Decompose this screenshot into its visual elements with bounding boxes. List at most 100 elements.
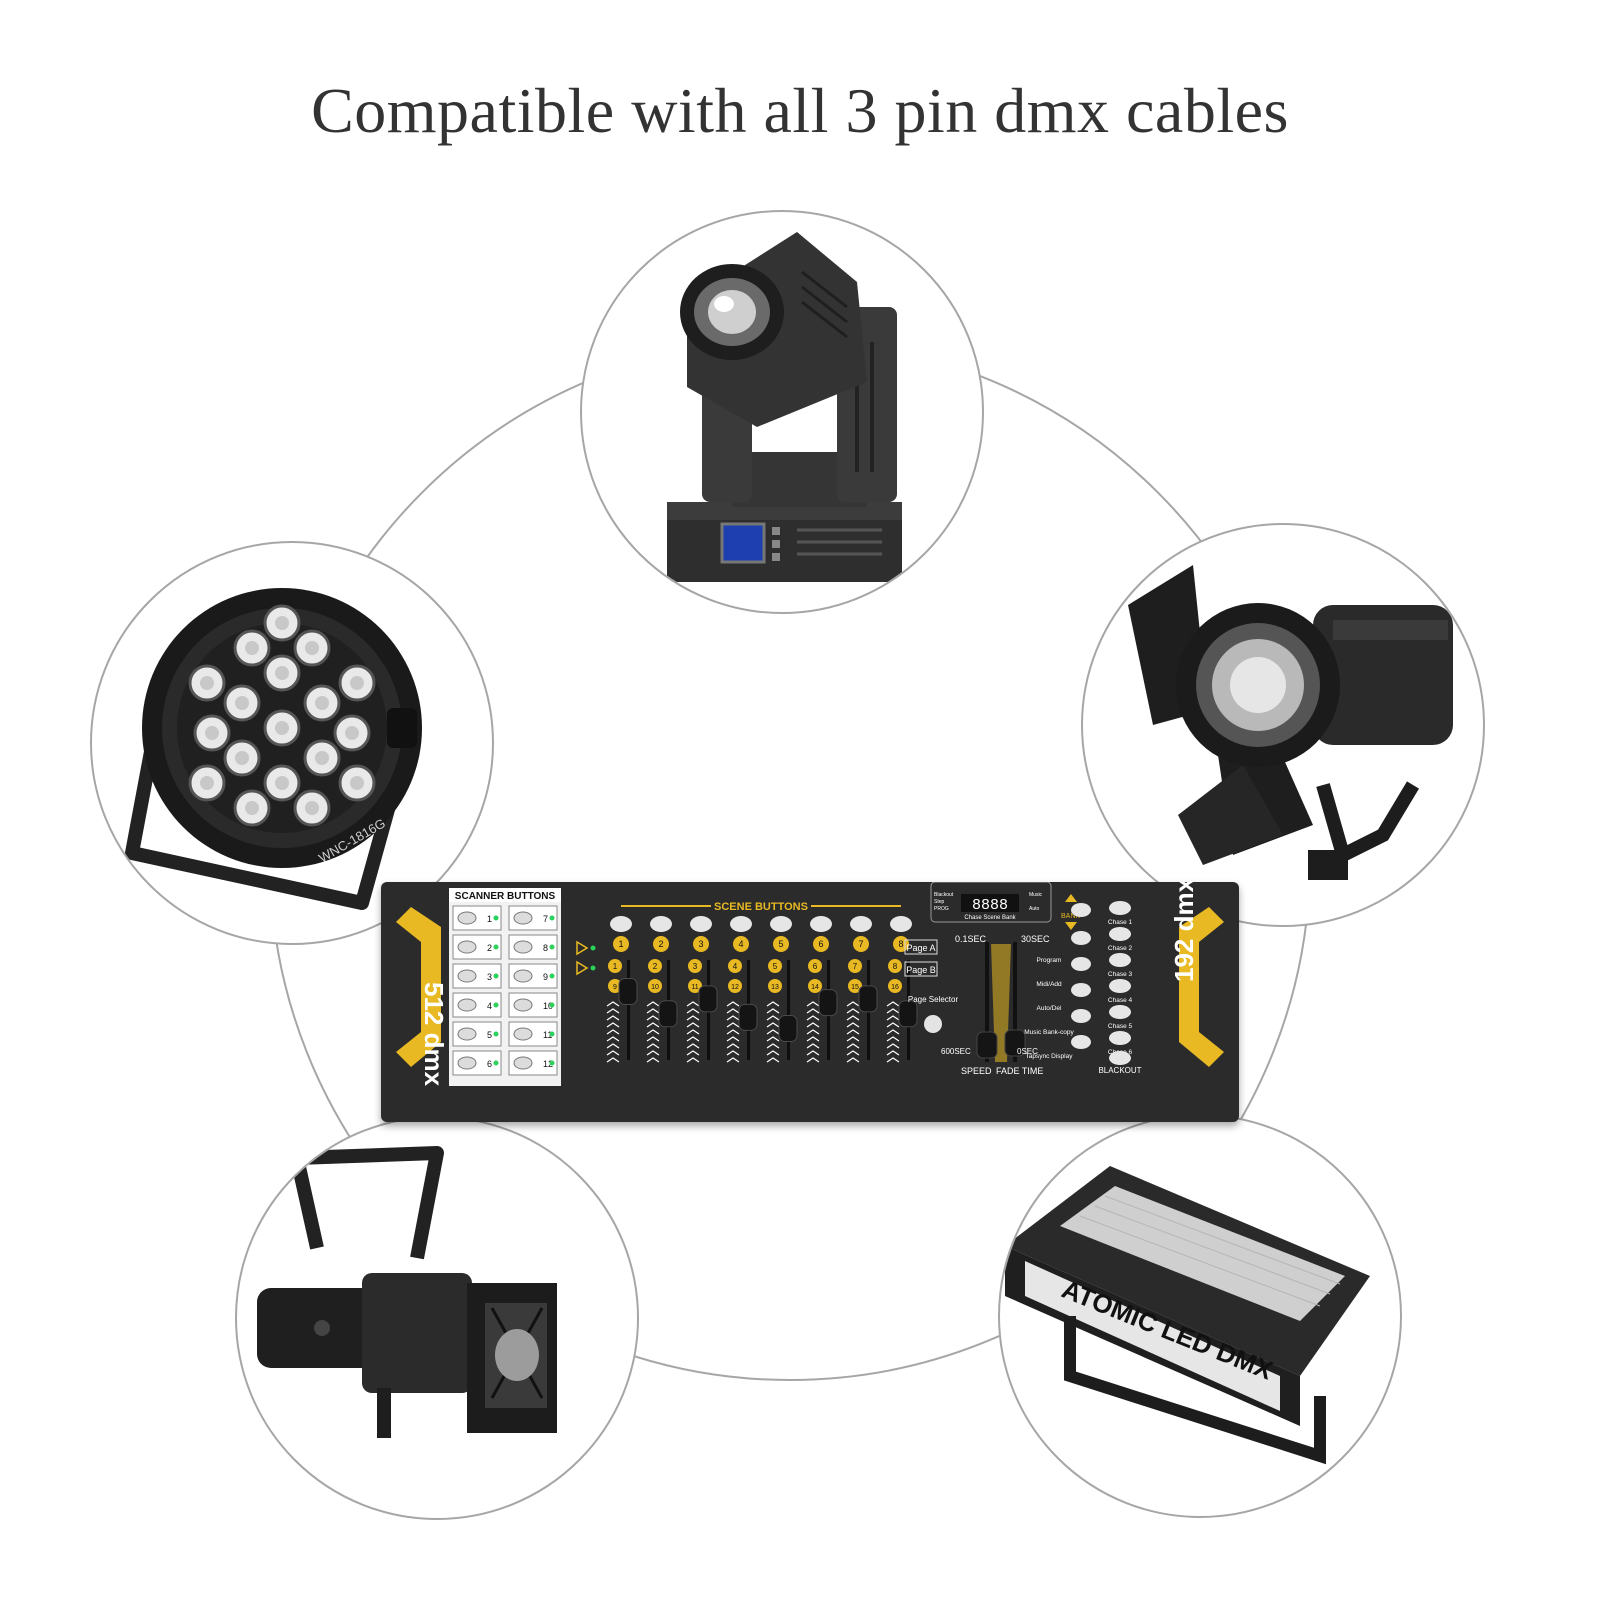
bank-up-icon[interactable] — [1065, 894, 1077, 902]
scanner-number-1: 1 — [487, 914, 492, 924]
scanner-key-7[interactable] — [513, 911, 533, 925]
function-button-1[interactable] — [1071, 903, 1091, 917]
scene-button-4[interactable] — [730, 916, 752, 932]
function-button-2[interactable] — [1071, 931, 1091, 945]
scanner-led-5 — [493, 1031, 499, 1037]
led-core-16 — [245, 801, 259, 815]
fader-bottom-number-15: 15 — [851, 984, 859, 991]
scanner-key-12[interactable] — [513, 1056, 533, 1070]
profile-bubble — [235, 1116, 639, 1520]
fader-top-badge-6 — [808, 959, 822, 973]
fader-knob-4[interactable] — [738, 1003, 758, 1031]
fader-scale-mark — [806, 1057, 820, 1063]
fader-scale-mark — [646, 1029, 660, 1035]
fader-scale-mark — [686, 1057, 700, 1063]
fader-scale-mark — [686, 1022, 700, 1028]
scanner-key-3[interactable] — [457, 969, 477, 983]
scanner-key-5[interactable] — [457, 1027, 477, 1041]
display-left-1: Blackout — [934, 892, 954, 898]
scene-button-1[interactable] — [610, 916, 632, 932]
right-logo-shape — [1179, 907, 1224, 1067]
display-caption: Chase Scene Bank — [964, 915, 1016, 921]
scanner-key-8[interactable] — [513, 940, 533, 954]
scene-badge-2 — [653, 936, 669, 952]
fader-knob-8[interactable] — [898, 1000, 918, 1028]
scanner-key-6[interactable] — [457, 1056, 477, 1070]
page-b-label: Page B — [906, 965, 936, 975]
scanner-key-9[interactable] — [513, 969, 533, 983]
blackout-button[interactable] — [1109, 1051, 1131, 1065]
right-logo: 192 dmx — [1169, 882, 1199, 982]
scene-button-5[interactable] — [770, 916, 792, 932]
fader-knob-1[interactable] — [618, 978, 638, 1005]
scene-button-8[interactable] — [890, 916, 912, 932]
function-button-3[interactable] — [1071, 957, 1091, 971]
page-a-led — [590, 945, 596, 951]
bank-down-icon[interactable] — [1065, 922, 1077, 930]
scanner-led-3 — [493, 973, 499, 979]
scene-button-6[interactable] — [810, 916, 832, 932]
fade-fader-track — [1013, 942, 1017, 1062]
fader-knob-6[interactable] — [818, 989, 838, 1017]
fader-knob-5[interactable] — [778, 1015, 798, 1042]
fade-fader[interactable] — [1004, 1029, 1026, 1057]
fader-top-badge-4 — [728, 959, 742, 973]
chase-button-3[interactable] — [1109, 953, 1131, 967]
scanner-key-4[interactable] — [457, 998, 477, 1012]
fader-knob-3[interactable] — [698, 985, 718, 1013]
fader-knob-2[interactable] — [658, 1000, 678, 1028]
function-button-4[interactable] — [1071, 983, 1091, 997]
scanner-led-4 — [493, 1002, 499, 1008]
scanner-title-bar — [449, 888, 561, 902]
fader-scale-mark — [646, 1015, 660, 1021]
scanner-key-11[interactable] — [513, 1027, 533, 1041]
fader-bottom-badge-16 — [888, 979, 902, 993]
function-button-5[interactable] — [1071, 1009, 1091, 1023]
scanner-number-2: 2 — [487, 943, 492, 953]
moving-head-light-icon — [667, 232, 902, 582]
page-selector-button[interactable] — [924, 1015, 942, 1033]
page-b-led — [590, 965, 596, 971]
display-right-1: Music — [1029, 892, 1043, 898]
fader-scale-mark — [646, 1008, 660, 1014]
fader-knob-7[interactable] — [858, 985, 878, 1013]
fader-scale-mark — [806, 1050, 820, 1056]
function-button-6[interactable] — [1071, 1035, 1091, 1049]
chase-button-6[interactable] — [1109, 1031, 1131, 1045]
chase-button-5[interactable] — [1109, 1005, 1131, 1019]
scanner-led-12 — [549, 1060, 555, 1066]
fader-scale-mark — [806, 1043, 820, 1049]
scene-button-3[interactable] — [690, 916, 712, 932]
fader-bottom-badge-10 — [648, 979, 662, 993]
strobe-light-icon: ATOMIC LED DMX — [1005, 1166, 1370, 1465]
fader-scale-mark — [726, 1050, 740, 1056]
fader-top-number-3: 3 — [693, 962, 698, 971]
scene-badge-5 — [773, 936, 789, 952]
fader-scale-mark — [686, 1015, 700, 1021]
scene-button-7[interactable] — [850, 916, 872, 932]
scene-button-2[interactable] — [650, 916, 672, 932]
fader-top-badge-8 — [888, 959, 902, 973]
fader-top-badge-3 — [688, 959, 702, 973]
fader-scale-mark — [646, 1057, 660, 1063]
speed-fader[interactable] — [976, 1031, 998, 1059]
scene-number-4: 4 — [738, 939, 743, 949]
scanner-key-10[interactable] — [513, 998, 533, 1012]
chase-button-2[interactable] — [1109, 927, 1131, 941]
fader-scale-mark — [726, 1036, 740, 1042]
fader-bottom-badge-12 — [728, 979, 742, 993]
scanner-key-2[interactable] — [457, 940, 477, 954]
scanner-key-1[interactable] — [457, 911, 477, 925]
chase-button-4[interactable] — [1109, 979, 1131, 993]
scanner-number-10: 10 — [543, 1001, 553, 1011]
fader-scale-mark — [886, 1043, 900, 1049]
function-label-1: Program — [1037, 957, 1062, 964]
headline: Compatible with all 3 pin dmx cables — [311, 75, 1289, 146]
fader-scale-mark — [846, 1050, 860, 1056]
fader-scale-mark — [766, 1029, 780, 1035]
chase-button-1[interactable] — [1109, 901, 1131, 915]
moving-head-bubble — [580, 210, 984, 614]
fader-scale-mark — [806, 1022, 820, 1028]
fader-bottom-badge-13 — [768, 979, 782, 993]
